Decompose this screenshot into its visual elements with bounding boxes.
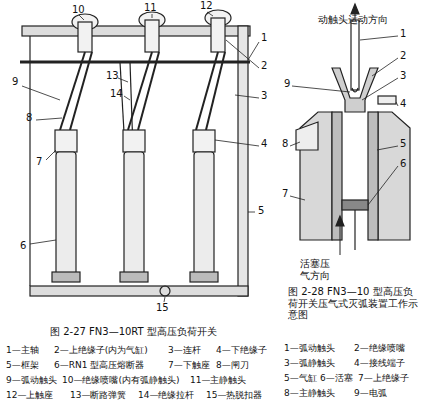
callout-number: 12 [200,0,213,12]
figure-caption: 图 2-27 FN3—10RT 型高压负荷开关 [50,326,217,338]
legend-entry: 5—气缸 [284,373,317,383]
callout-number: 6 [400,158,406,170]
callout-number: 7 [282,188,288,200]
legend-entry: 12—上触座 [6,390,53,400]
legend-entry: 6—RN1 型高压熔断器 [54,360,144,370]
callout-number: 14 [110,88,123,100]
callout-number: 15 [156,302,169,314]
callout-number: 1 [400,28,406,40]
legend-entry: 9—电弧 [354,388,387,398]
legend-entry: 8—主静触头 [284,388,335,398]
callout-number: 9 [284,78,290,90]
legend-entry: 1—弧动触头 [284,343,335,353]
callout-number: 2 [261,60,267,72]
legend-entry: 3—弧静触头 [284,358,335,368]
legend-entry: 2—绝缘喷嘴 [354,343,405,353]
legend-entry: 7—上绝缘子 [358,373,409,383]
callout-number: 3 [261,90,267,102]
callout-number: 1 [261,32,267,44]
callout-number: 6 [20,240,26,252]
legend-entry: 11—主静触头 [190,375,246,385]
callout-number: 5 [258,205,264,217]
legend-entry: 7—下触座 [168,360,210,370]
legend-entry: 4—下绝缘子 [216,345,267,355]
legend-entry: 10—绝缘喷嘴(内有弧静触头) [62,375,179,385]
legend-entry: 4—接线端子 [354,358,405,368]
legend-entry: 3—连杆 [168,345,201,355]
callout-number: 2 [400,50,406,62]
figure-caption: 图 2-28 FN3—10 型高压负荷开关压气式灭弧装置工作示意图 [288,286,422,321]
callout-number: 3 [400,70,406,82]
legend-entry: 9—弧动触头 [6,375,57,385]
callout-number: 13 [106,70,119,82]
legend-entry: 2—上绝缘子(内为气缸) [54,345,148,355]
legend-entry: 8—闸刀 [216,360,249,370]
figure-caption: 活塞压气方向 [300,258,332,281]
callout-number: 5 [400,138,406,150]
legend-entry: 6—活塞 [320,373,353,383]
legend-entry: 15—热脱扣器 [206,390,262,400]
legend-entry: 13—断路弹簧 [70,390,126,400]
callout-number: 8 [282,138,288,150]
legend-entry: 14—绝缘拉杆 [138,390,194,400]
callout-number: 9 [12,76,18,88]
legend-entry: 1—主轴 [6,345,39,355]
figure-text: 动触头运动方向 [318,14,388,26]
legend-entry: 5—框架 [6,360,39,370]
callout-number: 4 [400,98,406,110]
callout-number: 7 [36,156,42,168]
callout-number: 10 [72,4,85,16]
callout-number: 8 [26,112,32,124]
callout-number: 11 [144,2,157,14]
callout-number: 4 [261,138,267,150]
